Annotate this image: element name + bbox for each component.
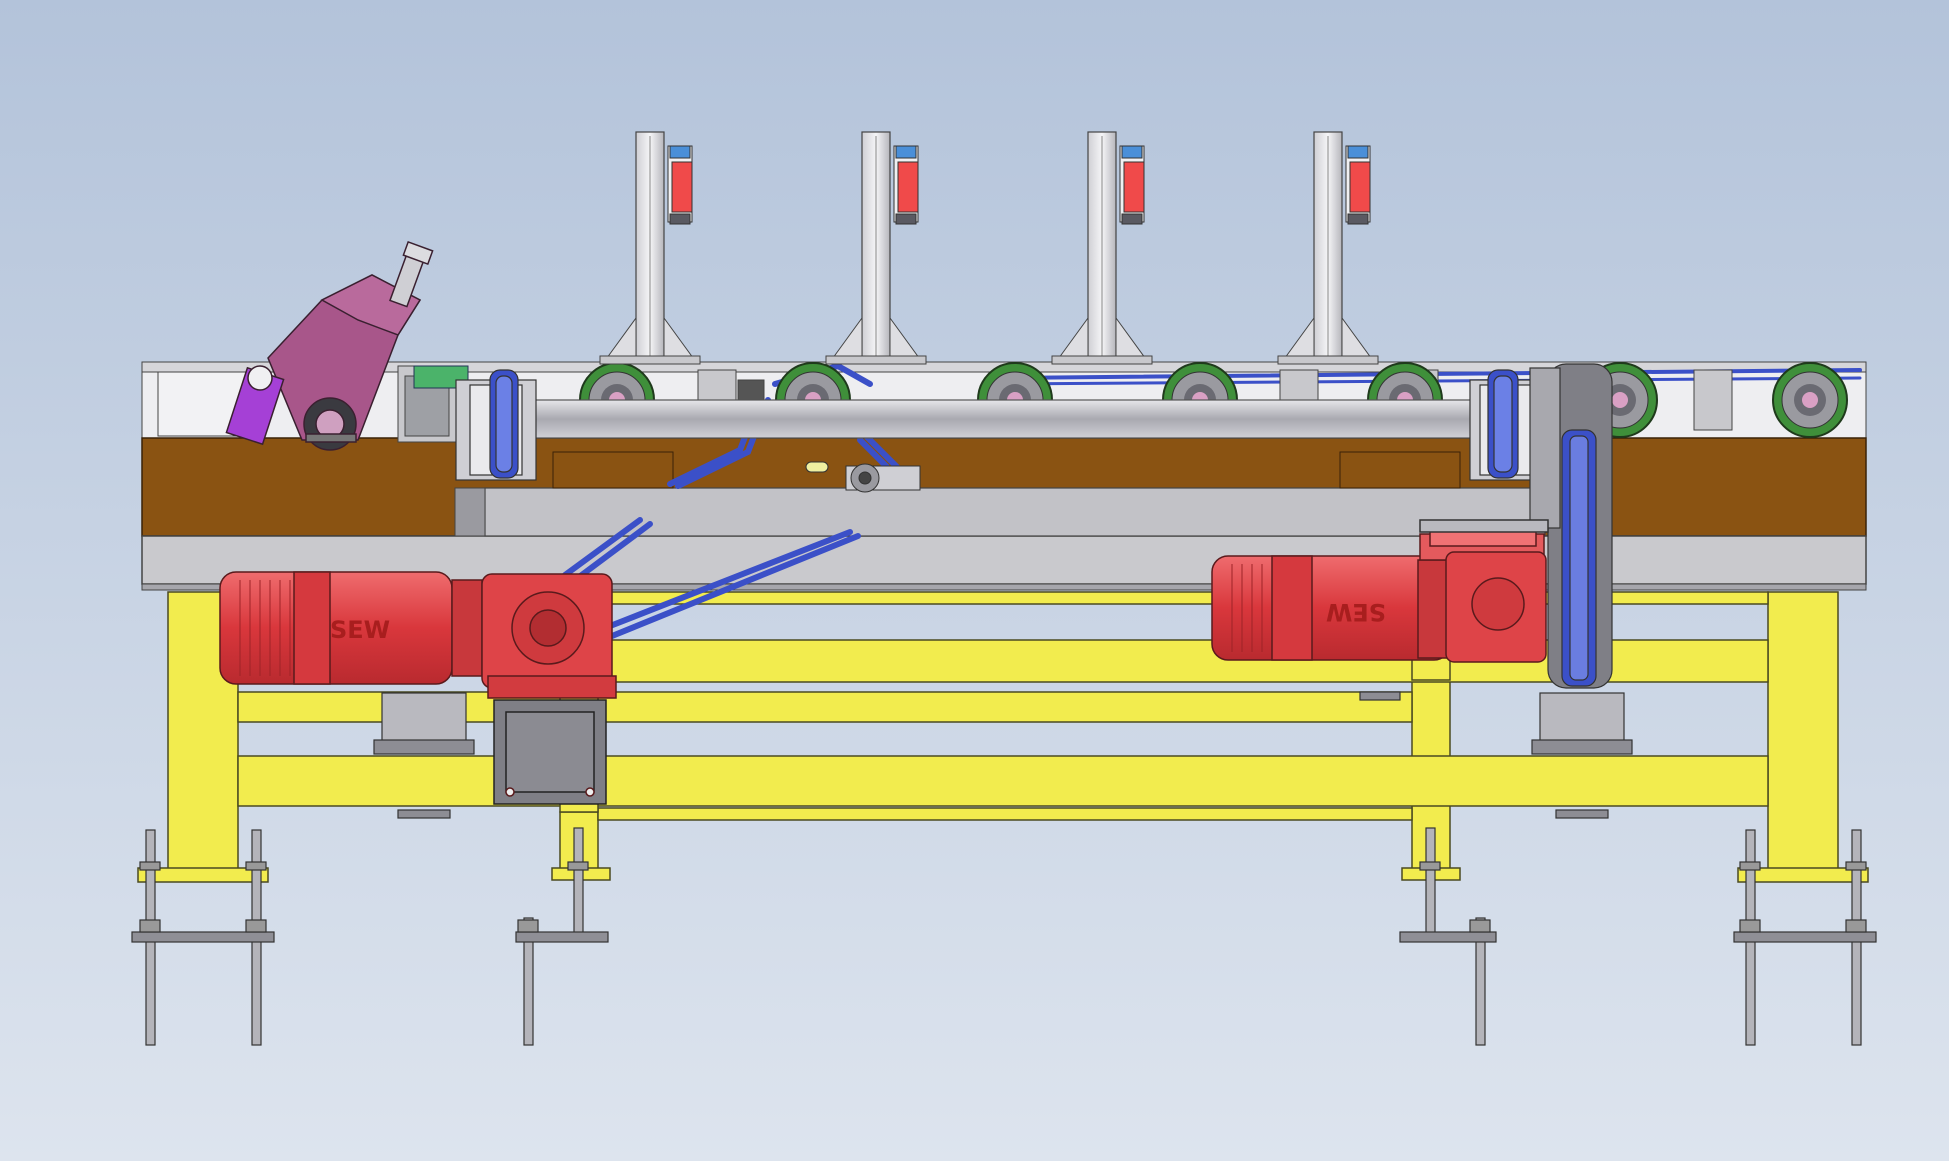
sensor-icon bbox=[667, 145, 693, 225]
leveling-feet bbox=[131, 827, 1877, 1046]
frame-leg-right bbox=[1767, 591, 1839, 871]
leveling-foot-icon bbox=[1733, 829, 1877, 1046]
vertical-belt-drive bbox=[1529, 363, 1613, 689]
support-cylinders bbox=[373, 691, 1633, 819]
sensor-icon bbox=[1119, 145, 1145, 225]
terminal-block bbox=[413, 365, 469, 389]
leveling-foot-icon bbox=[131, 829, 275, 1046]
motor-label-right: SEW bbox=[1326, 598, 1386, 626]
gear-motor-left: SEW bbox=[219, 571, 617, 805]
sensor-post bbox=[1277, 131, 1379, 365]
sensor-post bbox=[599, 131, 701, 365]
center-actuator bbox=[805, 461, 921, 493]
sensor-posts bbox=[599, 131, 1379, 365]
clamp-mechanism bbox=[225, 241, 434, 451]
roller-icon bbox=[1772, 362, 1848, 438]
gear-motor-icon: SEW bbox=[1211, 519, 1549, 663]
leveling-foot-icon bbox=[515, 827, 609, 1046]
frame-rail-bottom bbox=[597, 807, 1413, 821]
sensor-icon bbox=[1345, 145, 1371, 225]
drive-shaft bbox=[529, 399, 1477, 439]
leveling-foot-icon bbox=[1399, 827, 1497, 1046]
sensor-post bbox=[1051, 131, 1153, 365]
gear-motor-icon: SEW bbox=[219, 571, 617, 805]
shaft-bearings bbox=[455, 369, 1551, 481]
frame-rail-lower bbox=[237, 755, 1769, 807]
sensor-icon bbox=[893, 145, 919, 225]
motor-label-left: SEW bbox=[330, 616, 390, 644]
gear-motor-right: SEW bbox=[1211, 519, 1549, 663]
pneumatic-cylinder-icon bbox=[225, 365, 285, 446]
sensor-post bbox=[825, 131, 927, 365]
